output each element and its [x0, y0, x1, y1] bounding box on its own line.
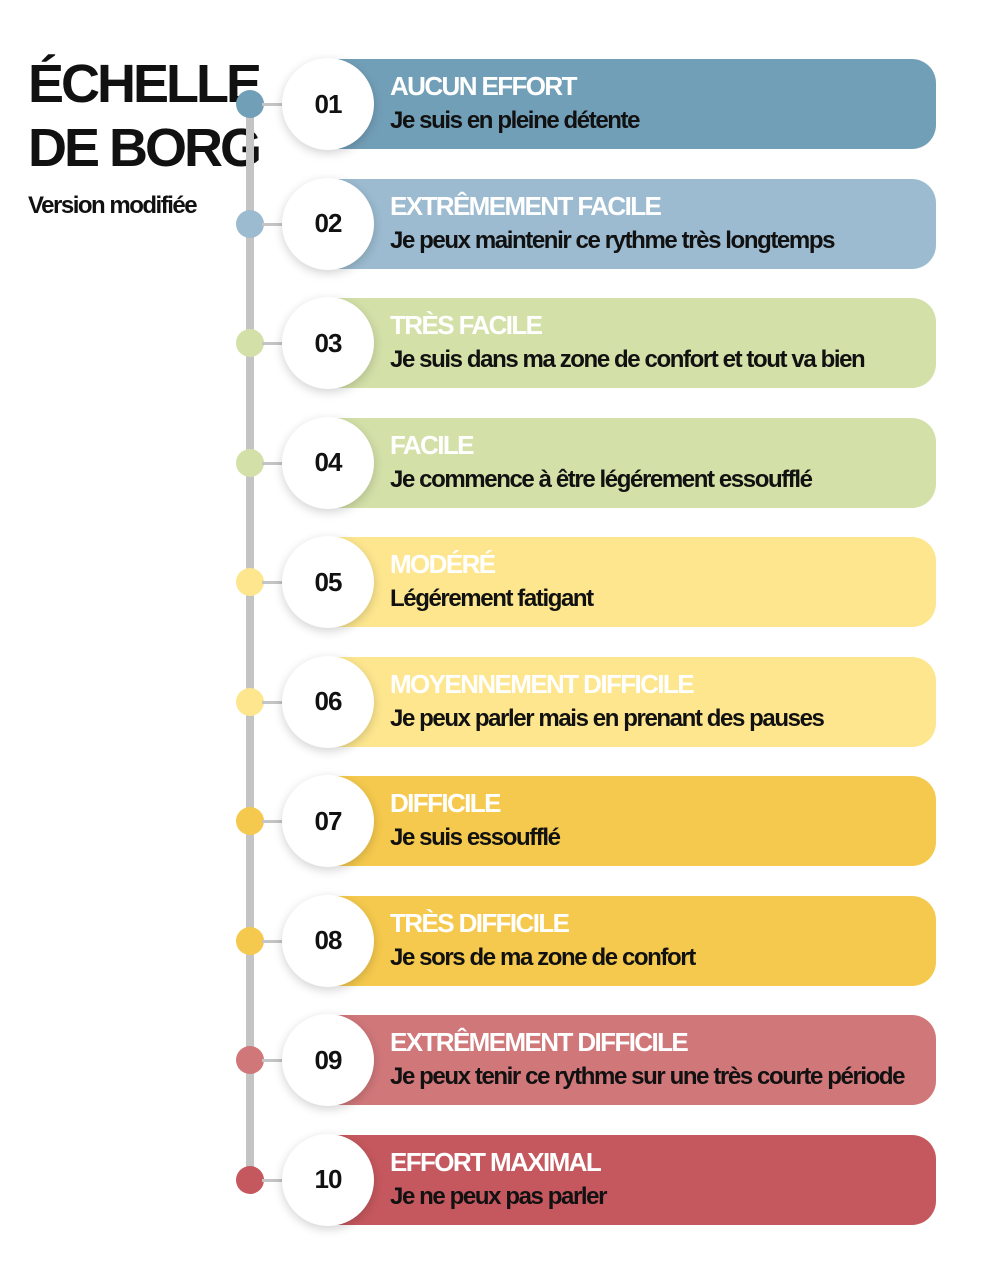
timeline-dot: [236, 807, 264, 835]
timeline-dot: [236, 1165, 264, 1194]
level-bar: [330, 417, 936, 508]
scale-level-item: 09 EXTRÊMEMENT DIFFICILE Je peux tenir c…: [0, 1014, 986, 1106]
connector-line: [262, 342, 288, 345]
connector-line: [262, 939, 288, 943]
scale-level-item: 02 EXTRÊMEMENT FACILE Je peux maintenir …: [0, 177, 986, 270]
connector-line: [262, 461, 288, 465]
level-bar: [330, 776, 936, 866]
level-number-badge: 02: [282, 177, 374, 270]
level-number: 08: [314, 925, 343, 955]
level-bar: [330, 178, 936, 269]
connector-line: [262, 820, 288, 823]
level-number-badge: 10: [282, 1133, 374, 1226]
level-number-badge: 04: [282, 416, 374, 509]
level-label: MOYENNEMENT DIFFICILE: [390, 668, 695, 699]
level-description: Je peux maintenir ce rythme très longtem…: [390, 226, 835, 254]
level-label: DIFFICILE: [390, 788, 501, 818]
title-line-2: DE BORG: [28, 118, 262, 178]
level-description: Légérement fatigant: [390, 585, 594, 612]
level-label: AUCUN EFFORT: [390, 71, 578, 101]
title-line-1: ÉCHELLE: [28, 54, 262, 114]
timeline-dot: [236, 90, 264, 118]
level-description: Je suis dans ma zone de confort et tout …: [390, 346, 866, 373]
scale-level-item: 01 AUCUN EFFORT Je suis en pleine détent…: [0, 58, 986, 150]
level-number: 03: [314, 327, 343, 358]
level-number: 06: [314, 686, 343, 716]
connector-line: [262, 700, 288, 704]
level-number: 05: [314, 566, 343, 597]
level-label: TRÈS DIFFICILE: [390, 907, 570, 938]
level-bar: [330, 298, 936, 388]
level-description: Je ne peux pas parler: [390, 1182, 607, 1210]
level-label: EFFORT MAXIMAL: [390, 1146, 602, 1177]
level-number-badge: 05: [282, 536, 374, 628]
connector-line: [262, 103, 288, 106]
level-label: FACILE: [390, 429, 474, 460]
level-number: 09: [314, 1044, 343, 1075]
connector-line: [262, 581, 288, 584]
scale-level-item: 03 TRÈS FACILE Je suis dans ma zone de c…: [0, 297, 986, 389]
scale-level-item: 05 MODÉRÉ Légérement fatigant: [0, 536, 986, 628]
level-number-badge: 07: [282, 775, 374, 867]
scale-level-item: 08 TRÈS DIFFICILE Je sors de ma zone de …: [0, 894, 986, 987]
level-bar: [330, 656, 936, 747]
scale-level-item: 06 MOYENNEMENT DIFFICILE Je peux parler …: [0, 655, 986, 748]
level-number-badge: 09: [282, 1014, 374, 1106]
level-number-badge: 08: [282, 894, 374, 987]
page-title: ÉCHELLE DE BORG: [28, 52, 262, 180]
level-number-badge: 06: [282, 655, 374, 748]
level-number-badge: 01: [282, 58, 374, 150]
connector-line: [262, 1059, 288, 1062]
level-label: MODÉRÉ: [390, 549, 496, 579]
level-number: 04: [314, 447, 343, 477]
timeline-dot: [236, 568, 264, 596]
timeline-dot: [236, 1046, 264, 1074]
level-description: Je sors de ma zone de confort: [390, 943, 696, 971]
level-number: 07: [314, 805, 343, 836]
level-bar: [330, 1015, 936, 1105]
level-label: EXTRÊMEMENT FACILE: [390, 190, 662, 221]
scale-level-item: 10 EFFORT MAXIMAL Je ne peux pas parler: [0, 1133, 986, 1226]
level-label: EXTRÊMEMENT DIFFICILE: [390, 1027, 689, 1057]
level-description: Je peux tenir ce rythme sur une très cou…: [390, 1063, 906, 1090]
timeline-dot: [236, 329, 264, 357]
level-number-badge: 03: [282, 297, 374, 389]
level-description: Je peux parler mais en prenant des pause…: [390, 704, 825, 732]
scale-level-item: 04 FACILE Je commence à être légérement …: [0, 416, 986, 509]
level-bar: [330, 59, 936, 149]
timeline-dot: [236, 926, 264, 955]
level-label: TRÈS FACILE: [390, 310, 543, 340]
subtitle: Version modifiée: [28, 192, 198, 219]
level-number: 01: [314, 88, 343, 119]
timeline-dot: [236, 448, 264, 477]
level-bar: [330, 895, 936, 986]
timeline-dot: [236, 209, 264, 238]
level-description: Je suis essoufflé: [390, 824, 561, 851]
timeline-line: [246, 103, 254, 1180]
level-description: Je suis en pleine détente: [390, 107, 641, 134]
connector-line: [262, 1178, 288, 1182]
level-bar: [330, 1134, 936, 1225]
timeline-dot: [236, 687, 264, 716]
level-description: Je commence à être légérement essoufflé: [390, 465, 813, 493]
level-number: 02: [314, 208, 343, 238]
level-number: 10: [314, 1164, 343, 1194]
connector-line: [262, 222, 288, 226]
scale-level-item: 07 DIFFICILE Je suis essoufflé: [0, 775, 986, 867]
level-bar: [330, 537, 936, 627]
